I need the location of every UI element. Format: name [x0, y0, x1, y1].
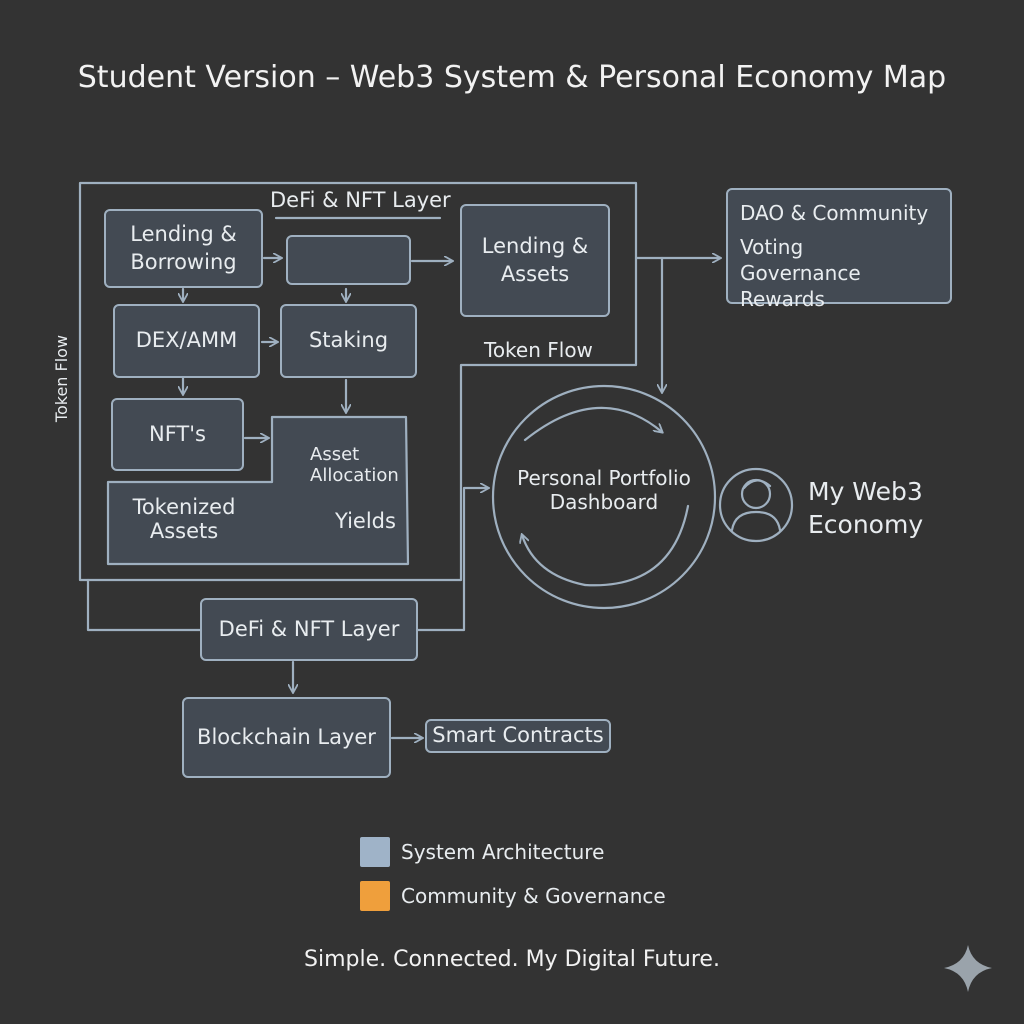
tokens-node[interactable] [286, 235, 411, 285]
dao-title: DAO & Community [740, 201, 929, 225]
legend-swatch-system [360, 837, 390, 867]
dashboard-label[interactable]: Personal Portfolio Dashboard [517, 466, 691, 514]
legend-swatch-community [360, 881, 390, 911]
lending-borrowing-node[interactable]: Lending & Borrowing [104, 209, 263, 288]
defi-nft-layer-node[interactable]: DeFi & NFT Layer [200, 598, 418, 661]
smart-contracts-node[interactable]: Smart Contracts [425, 719, 611, 753]
footer-tagline: Simple. Connected. My Digital Future. [304, 947, 720, 972]
dashboard-circle [491, 384, 717, 610]
my-web3-economy-label: My Web3 Economy [808, 477, 924, 539]
dex-amm-node[interactable]: DEX/AMM [113, 304, 260, 378]
staking-node[interactable]: Staking [280, 304, 417, 378]
lending-assets-node[interactable]: Lending & Assets [460, 204, 610, 317]
legend-label-community: Community & Governance [401, 884, 666, 908]
page-title: Student Version – Web3 System & Personal… [77, 60, 947, 95]
asset-allocation-label: Asset Allocation [310, 444, 399, 486]
defi-group-header: DeFi & NFT Layer [270, 188, 451, 212]
dao-community-node[interactable]: DAO & Community Voting Governance Reward… [726, 188, 952, 311]
dao-governance-rewards: Governance Rewards [740, 261, 861, 311]
yields-label: Yields [335, 509, 396, 533]
legend-label-system: System Architecture [401, 840, 605, 864]
token-flow-inner-label: Token Flow [484, 338, 593, 362]
user-avatar-icon [718, 467, 794, 543]
nfts-node[interactable]: NFT's [111, 398, 244, 471]
blockchain-layer-node[interactable]: Blockchain Layer [182, 697, 391, 778]
dao-voting: Voting [740, 235, 804, 259]
sparkle-icon [944, 945, 992, 992]
defi-group-border [78, 181, 638, 582]
tokenized-assets-label: Tokenized Assets [132, 495, 236, 543]
